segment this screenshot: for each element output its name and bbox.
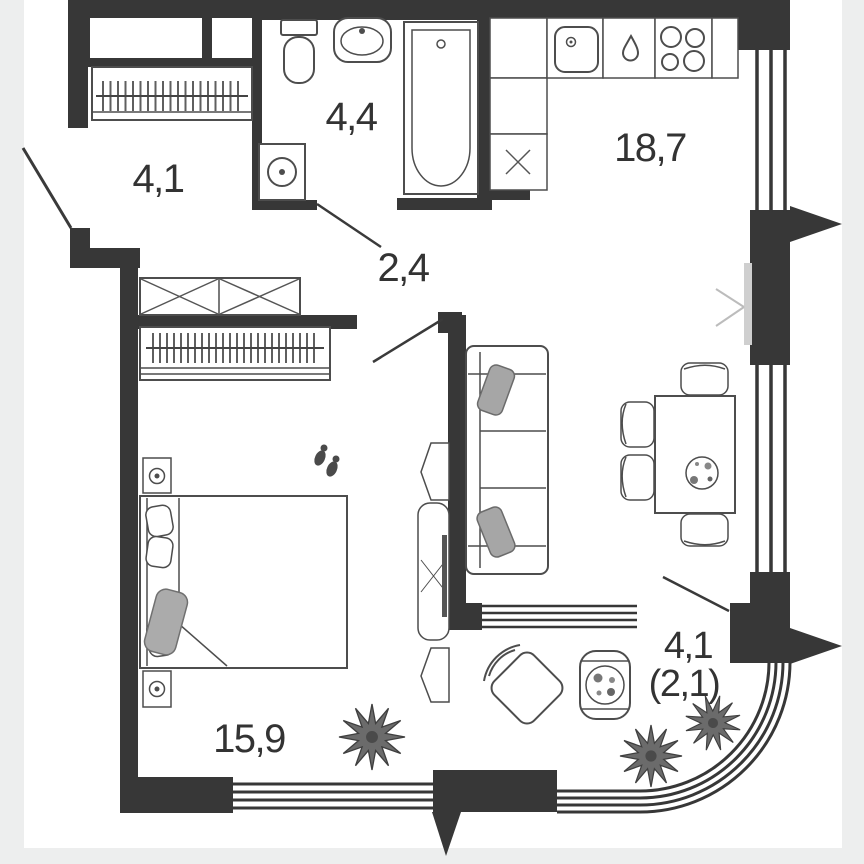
living-window-icon: [755, 365, 787, 572]
washing-machine-icon: [258, 143, 306, 201]
room-area-label-bathroom: 4,4: [325, 95, 377, 139]
balcony-chair-icon: [483, 644, 564, 725]
wall-balcony-left-pier: [448, 603, 482, 630]
bedroom-door-swing-icon: [372, 317, 444, 364]
room-area-label-balcony-secondary: (2,1): [649, 663, 720, 705]
wall-bathroom-bottom-left: [252, 200, 317, 210]
room-area-label-bedroom: 15,9: [213, 717, 285, 761]
tv-unit-icon: [417, 442, 450, 703]
section-arrow-right-bottom-icon: [790, 628, 842, 664]
closet-icon: [139, 277, 301, 316]
dining-set: [620, 362, 736, 547]
wall-bathroom-kitchen: [477, 18, 490, 200]
wall-balcony-right-pier: [730, 603, 790, 663]
wall-bathroom-left: [252, 18, 262, 210]
section-arrow-right-top-icon: [790, 206, 842, 242]
bedroom-window-icon: [233, 782, 433, 810]
wall-left-upper: [68, 0, 88, 128]
toilet-icon: [280, 19, 318, 84]
window-sash-indicator: [715, 263, 752, 345]
room-balcony: 4,1 (2,1): [483, 625, 741, 788]
wall-right-pier-1: [750, 210, 790, 365]
coffee-table-icon: [579, 650, 631, 720]
wall-niche-2: [212, 18, 252, 58]
entry-door-swing-icon: [21, 147, 73, 229]
blanket-icon: [143, 588, 189, 656]
plant-icon: [685, 695, 741, 751]
room-bathroom: 4,4: [258, 17, 479, 201]
counter-corner-segment: [489, 17, 548, 79]
wall-under-vent-box: [490, 190, 530, 200]
room-hallway: 4,1: [91, 66, 301, 316]
vent-shaft-icon: [489, 133, 548, 191]
kitchen-counter: [489, 17, 739, 191]
sofa-icon: [465, 345, 549, 575]
counter-end-segment: [711, 17, 739, 79]
sofa-pillow-icon: [476, 364, 516, 416]
tv-screen-icon: [442, 535, 447, 617]
wall-top: [262, 0, 790, 20]
wall-bedroom-top: [138, 315, 357, 329]
dining-table-icon: [654, 395, 736, 514]
balcony-glazing-icon: [557, 661, 792, 814]
room-corridor: 2,4: [377, 246, 431, 290]
speaker-icon: [420, 647, 450, 703]
bathtub-icon: [403, 21, 479, 195]
room-area-label-balcony: 4,1: [664, 625, 713, 667]
kitchen-window-icon: [755, 50, 787, 212]
sofa-pillow-icon: [476, 506, 516, 558]
wall-top-right-corner: [738, 0, 790, 50]
chair-icon: [680, 362, 729, 396]
sash-bar: [744, 263, 752, 345]
room-bedroom: 15,9: [139, 326, 450, 771]
plant-icon: [338, 703, 406, 771]
bedroom-wardrobe-icon: [139, 326, 331, 381]
plant-icon: [619, 724, 683, 788]
room-area-label-kitchen-living: 18,7: [614, 126, 686, 170]
section-arrows: [432, 206, 842, 856]
nightstand-icon: [142, 457, 172, 494]
pillow-icon: [145, 504, 174, 538]
wall-niche-1: [90, 18, 202, 58]
wall-bathroom-bottom-right: [397, 198, 492, 210]
balcony-door-swing-icon: [662, 575, 730, 613]
gas-drop-icon: [602, 17, 656, 79]
nightstand-icon: [142, 670, 172, 708]
wall-left-main: [120, 248, 138, 813]
pillow-icon: [145, 535, 174, 569]
section-arrow-bottom-icon: [432, 812, 461, 856]
balcony-sill-window-icon: [482, 604, 637, 629]
room-area-label-hallway: 4,1: [132, 157, 183, 201]
bathroom-sink-icon: [333, 17, 392, 63]
hall-wardrobe-icon: [91, 66, 253, 121]
wall-bedroom-living-divider: [448, 315, 466, 603]
stove-icon: [654, 17, 713, 79]
chair-icon: [620, 454, 655, 501]
room-kitchen-living: 18,7: [465, 17, 739, 575]
windows: [233, 50, 792, 814]
wall-bottom-center-block: [433, 770, 557, 812]
bed-icon: [139, 495, 348, 669]
speaker-icon: [420, 442, 450, 501]
doors: [21, 147, 730, 613]
wall-right-pier-2: [750, 572, 790, 603]
walls: [68, 0, 790, 813]
room-area-label-corridor: 2,4: [377, 246, 429, 290]
bathroom-door-swing-icon: [316, 202, 382, 249]
counter-side-segment: [489, 77, 548, 135]
chair-icon: [620, 401, 655, 448]
kitchen-sink-icon: [546, 17, 604, 79]
chair-icon: [680, 513, 729, 547]
slippers-icon: [314, 444, 340, 477]
wall-bottom-left-corner: [120, 777, 233, 813]
